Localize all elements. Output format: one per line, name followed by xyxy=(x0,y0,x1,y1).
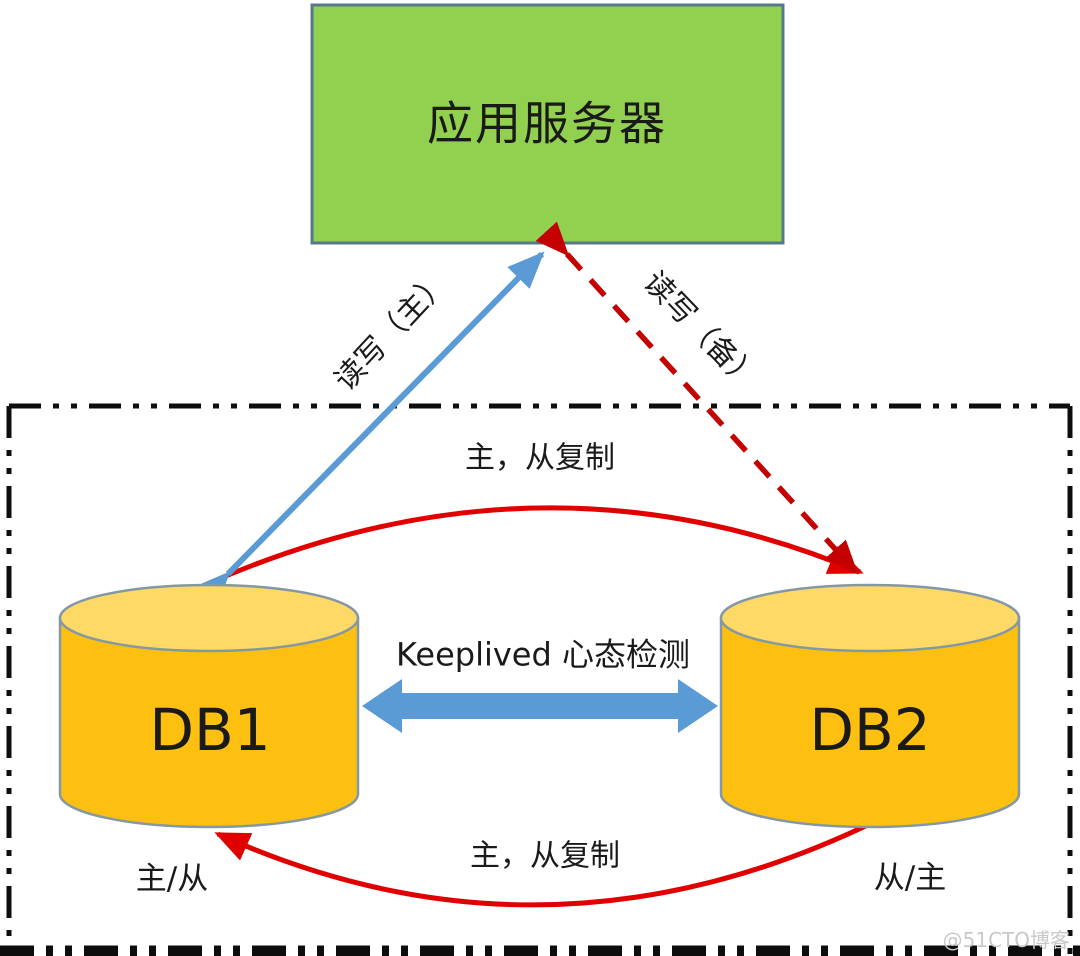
replication-bottom-label: 主，从复制 xyxy=(470,838,620,874)
replication-top-label: 主，从复制 xyxy=(465,440,615,476)
db2-cylinder-top xyxy=(719,583,1021,653)
read-write-primary-arrow xyxy=(193,251,545,609)
db2-cylinder-body xyxy=(719,616,1021,829)
db1-cylinder xyxy=(58,583,360,829)
app-server-box xyxy=(310,3,785,245)
read-write-backup-arrow xyxy=(535,221,859,575)
db2-cylinder xyxy=(719,583,1021,829)
replication-top-arrow xyxy=(205,505,864,587)
db1-cylinder-top xyxy=(58,583,360,653)
replication-bottom-arrow xyxy=(214,818,878,908)
heartbeat-label: Keeplived 心态检测 xyxy=(396,635,690,674)
db1-label: DB1 xyxy=(149,696,271,765)
heartbeat-double-arrow xyxy=(362,679,718,733)
app-server-label: 应用服务器 xyxy=(427,96,667,151)
watermark: @51CTO博客 xyxy=(942,928,1070,952)
db2-label: DB2 xyxy=(809,696,931,765)
db1-role-label: 主/从 xyxy=(135,860,209,897)
db2-role-label: 从/主 xyxy=(873,859,947,896)
db1-cylinder-body xyxy=(58,616,360,829)
